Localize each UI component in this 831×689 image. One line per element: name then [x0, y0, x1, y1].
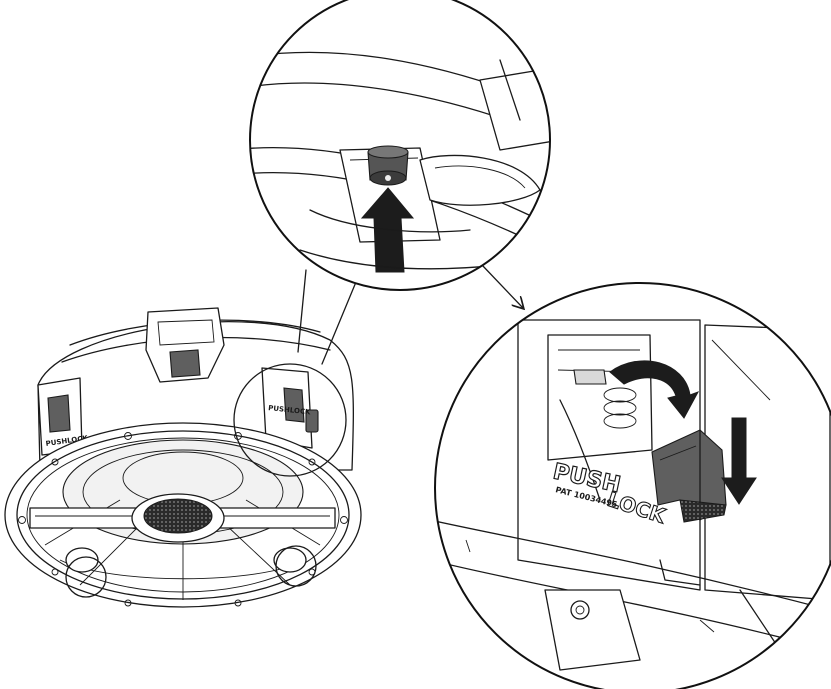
left-pushlock-latch: PUSHLOCK — [37, 377, 89, 456]
speaker-illustration: PUSHLOCK PUSHLOCK — [4, 307, 362, 608]
rotate-arrow — [609, 360, 700, 419]
callout-circle-latch — [233, 363, 347, 477]
zoom-detail-push — [249, 0, 551, 291]
top-bracket — [145, 307, 225, 383]
spring-coils — [603, 387, 637, 429]
callout-circle-right-clamp — [275, 545, 317, 587]
press-down-arrow — [721, 417, 757, 505]
zoom-detail-lock: PUSH LOCK PAT 10034495 — [434, 282, 831, 689]
callout-leader-lines — [297, 264, 523, 365]
callout-circle-left-clamp — [65, 556, 107, 598]
right-pushlock-latch: PUSHLOCK — [261, 367, 319, 449]
lock-clip — [651, 429, 727, 523]
locking-pin — [367, 145, 409, 186]
